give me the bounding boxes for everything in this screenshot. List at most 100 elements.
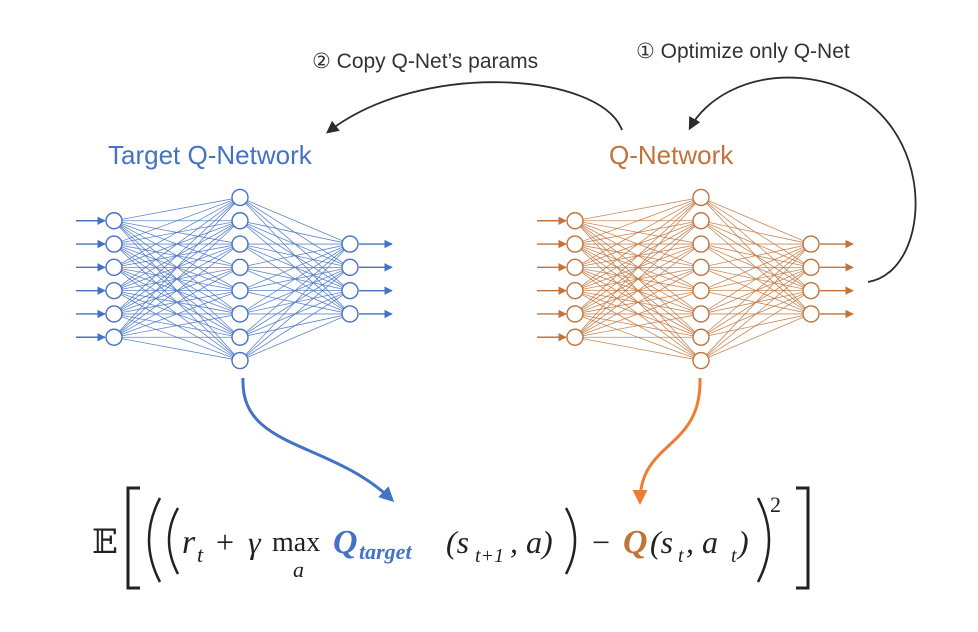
target-network-connection [239,290,351,361]
target-network-connection [239,220,351,245]
q-network-connection [574,267,702,338]
reward-subscript: t [197,542,204,567]
inner-paren-right [564,507,577,575]
q-network-connection [700,243,812,292]
inner-paren-left [167,507,180,575]
q-network-connection [574,197,702,338]
target-network-connection [113,197,241,291]
target-network-neuron [105,281,123,300]
right-square-bracket [796,486,810,590]
q-network-connection [574,336,702,361]
target-to-formula-arrow [241,377,395,503]
q-network-neuron [692,281,710,300]
expectation-symbol: 𝔼 [92,524,118,561]
square-exponent: 2 [770,492,781,517]
q-network-neuron [802,281,820,300]
max-subscript: a [293,557,304,582]
target-network-connection [113,197,241,338]
target-network-connection [239,267,351,361]
q-network-neuron [692,235,710,253]
target-network-neuron [341,235,359,253]
target-network-connection [239,243,351,268]
q-network-neuron [566,305,584,323]
step1-label: ① Optimize only Q-Net [636,40,850,63]
q-network-neuron [692,305,710,323]
q-network-connection [574,313,702,338]
q-network-connection [574,290,702,338]
q-symbol: Q [623,524,648,561]
gamma-symbol: γ [248,524,262,560]
q-network-connection [574,197,702,291]
target-network-connection [113,197,241,222]
args-close-paren: ) [736,524,749,560]
target-network-neuron [105,328,123,346]
q-network-connection [574,197,702,222]
q-network-connection [700,243,812,268]
copy-params-arrow [326,81,623,134]
plus-sign: + [216,524,234,560]
q-to-formula-arrow [632,377,702,505]
target-network-connection [113,220,241,338]
q-network [537,188,854,370]
target-network-connection [239,243,351,361]
outer-paren-right [756,497,771,583]
action-subscript: t [731,545,737,567]
target-network-neuron [231,235,249,253]
target-network-connection [239,313,351,361]
action-args: , a) [510,524,553,560]
target-network-connection [113,336,241,361]
q-network-neuron [802,258,820,277]
target-network-neuron [105,212,123,230]
target-network-connection [113,197,241,315]
q-network-connection [700,243,812,338]
q-network-connection [700,267,812,361]
left-square-bracket [126,486,140,590]
q-network-neuron [566,328,584,346]
q-network-connection [574,197,702,245]
optimize-loop-arrow [688,76,917,283]
target-network-neuron [341,281,359,300]
max-operator: max [272,527,320,558]
target-network-connection [113,243,241,338]
target-network-connection [239,197,351,245]
target-network-connection [239,243,351,315]
target-network-neuron [231,328,249,346]
next-state-subscript: t+1 [475,545,504,567]
q-network-neuron [566,212,584,230]
target-network [76,188,393,370]
q-target-symbol: Q [333,524,358,561]
target-network-neuron [105,305,123,323]
minus-sign: − [592,524,610,560]
q-network-neuron [802,235,820,253]
q-network-title: Q-Network [609,140,734,170]
q-network-connection [574,220,702,338]
q-network-connection [574,243,702,338]
state-args: (s [650,524,673,560]
target-network-connection [113,313,241,338]
action-args-2: , a [686,524,718,560]
q-network-neuron [566,281,584,300]
target-network-neuron [231,281,249,300]
q-network-connection [574,197,702,315]
target-network-neuron [231,212,249,230]
q-network-connection [700,243,812,361]
q-network-connection [700,220,812,245]
q-network-connection [574,197,702,268]
target-network-connection [113,267,241,338]
next-state-args: (s [446,524,469,560]
q-network-neuron [692,328,710,346]
target-network-neuron [231,188,249,207]
target-network-connection [239,243,351,292]
q-network-neuron [566,235,584,253]
q-network-neuron [802,305,820,323]
q-network-connection [700,290,812,361]
target-network-neuron [231,305,249,323]
target-network-neuron [105,235,123,253]
q-network-neuron [692,258,710,277]
outer-paren-left [147,497,162,583]
loss-formula: 𝔼 r t + γ max a Q target (s t+1 , a) − Q… [92,486,810,590]
target-network-title: Target Q-Network [108,140,313,170]
target-network-neuron [341,258,359,277]
q-network-connection [700,243,812,315]
